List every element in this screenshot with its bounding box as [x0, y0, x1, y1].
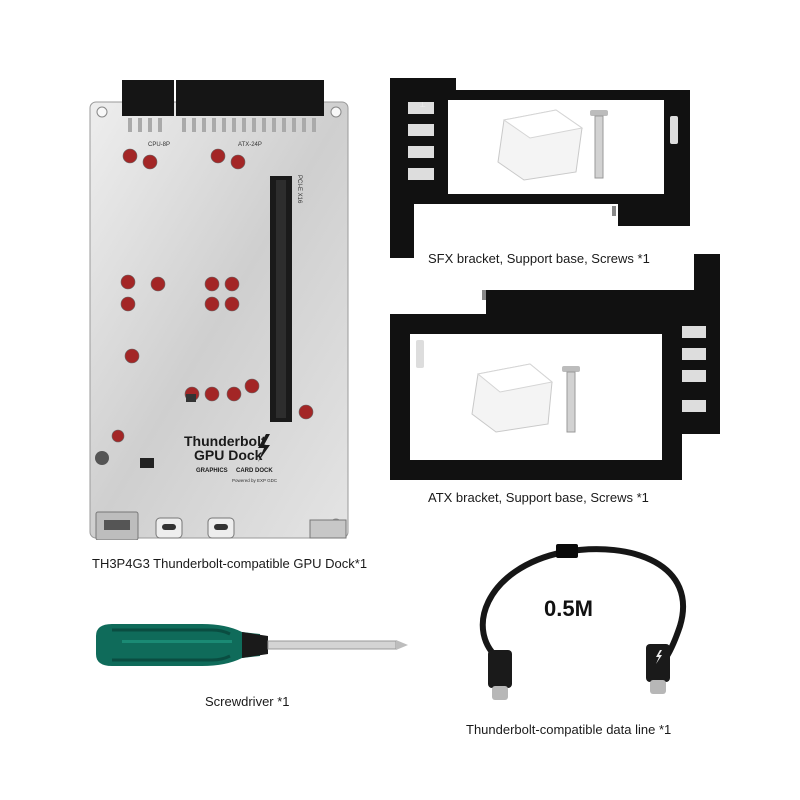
- usb-c-port-icon: [214, 524, 228, 530]
- atx-24p-label: ATX-24P: [238, 142, 262, 148]
- atx-caption: ATX bracket, Support base, Screws *1: [428, 490, 649, 505]
- pcie-slot-label: PCI-E X16: [296, 175, 302, 204]
- usb-c-connector-icon: [646, 644, 670, 694]
- usb-a-port-icon: [104, 520, 130, 530]
- sfx-bracket-illustration: ⟂: [390, 78, 690, 258]
- cable-caption: Thunderbolt-compatible data line *1: [466, 722, 672, 737]
- usb-c-port-icon: [162, 524, 176, 530]
- gpu-dock-illustration: CPU-8P ATX-24P PCI-E X16 Thunderbolt GPU…: [89, 80, 349, 540]
- cable-illustration: [479, 544, 687, 700]
- cpu-8p-label: CPU-8P: [148, 142, 170, 148]
- board-brand-line2: GPU Dock: [194, 447, 263, 463]
- sfx-caption: SFX bracket, Support base, Screws *1: [428, 251, 650, 266]
- board-sub2: CARD DOCK: [236, 468, 273, 474]
- atx-bracket: [386, 252, 726, 482]
- screwdriver-icon: [96, 624, 408, 666]
- sfx-bracket: ⟂: [386, 76, 696, 262]
- screw-icon: [562, 366, 580, 433]
- dock-caption: TH3P4G3 Thunderbolt-compatible GPU Dock*…: [92, 556, 368, 571]
- board-brand-line1: Thunderbolt: [184, 433, 266, 449]
- screwdriver: [92, 620, 412, 670]
- usb-icon: ⟂: [420, 100, 426, 109]
- board-powered: Powered by EXP GDC: [232, 478, 278, 483]
- support-base-icon: [497, 109, 584, 181]
- support-base-icon: [471, 363, 554, 433]
- data-cable: 0.5M: [470, 540, 700, 710]
- screw-icon: [590, 110, 608, 179]
- usb-c-connector-icon: [488, 650, 512, 700]
- cable-length-label: 0.5M: [544, 596, 593, 621]
- gpu-dock-board: CPU-8P ATX-24P PCI-E X16 Thunderbolt GPU…: [88, 80, 350, 540]
- screwdriver-caption: Screwdriver *1: [205, 694, 290, 709]
- atx-bracket-illustration: [390, 254, 720, 480]
- thunderbolt-icon: [258, 434, 270, 462]
- board-sub1: GRAPHICS: [196, 468, 228, 474]
